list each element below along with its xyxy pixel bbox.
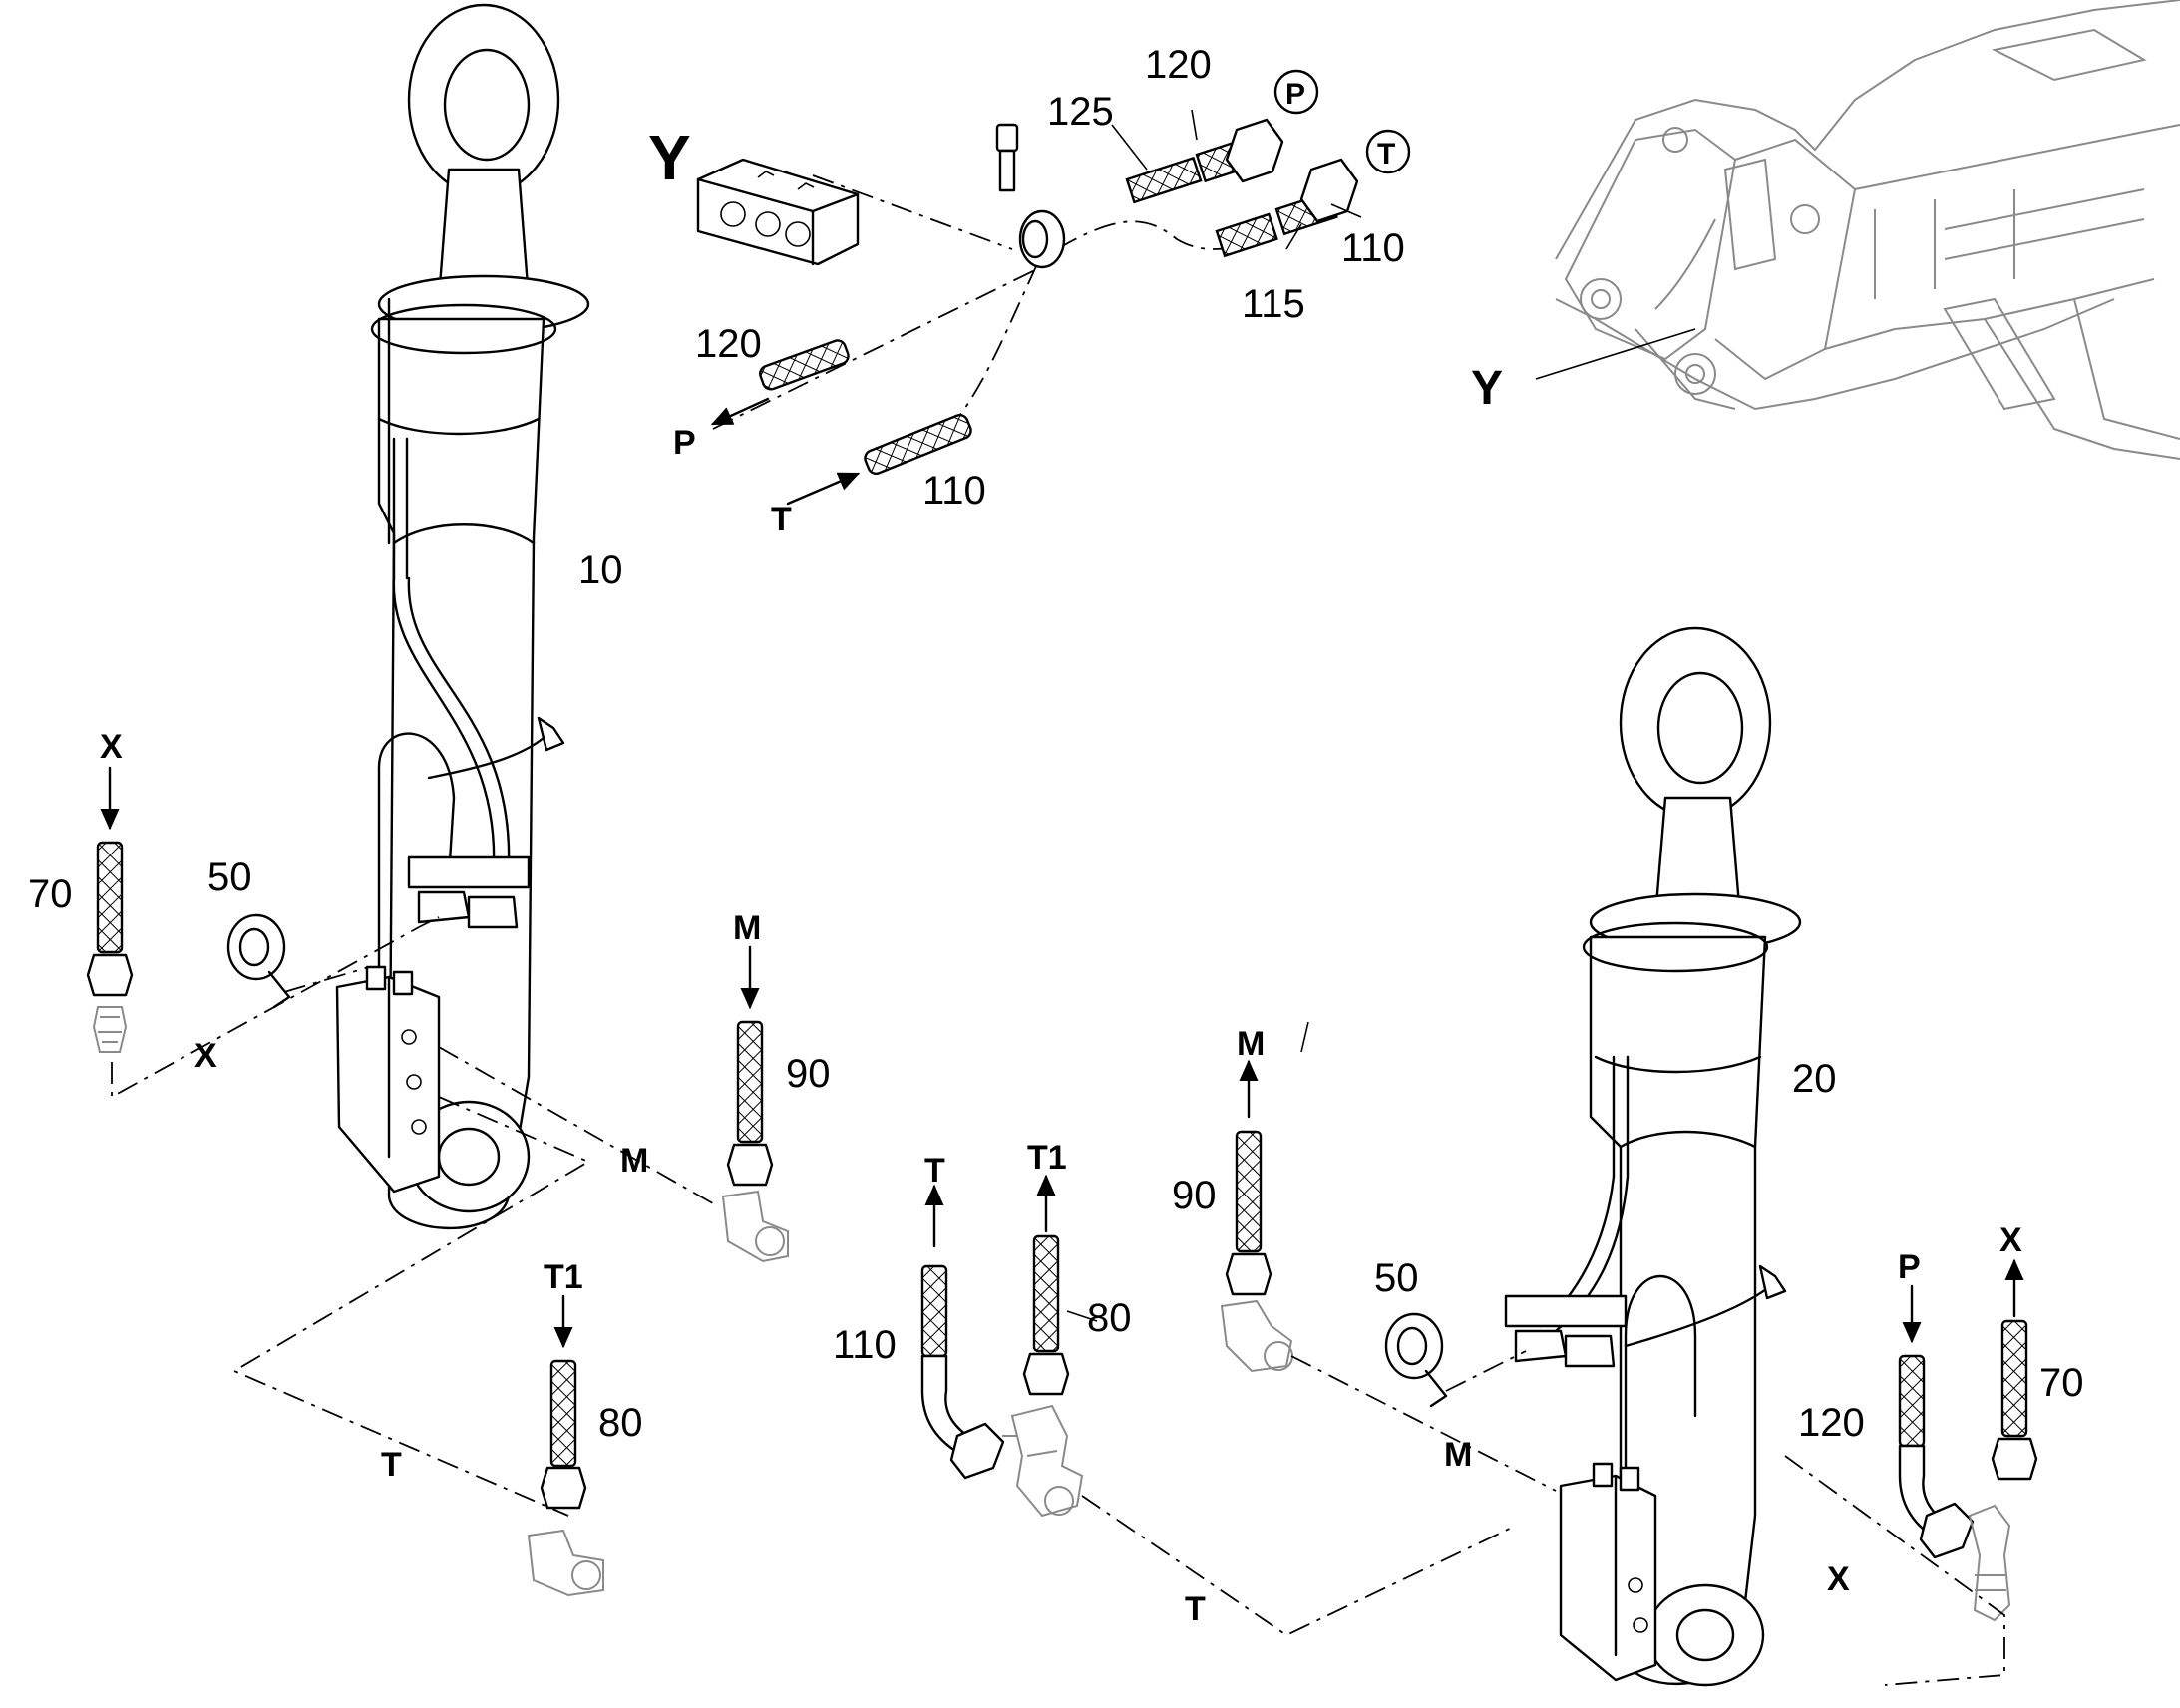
right-p-top-label: P [1898,1248,1921,1286]
hose-90-left [726,1020,774,1187]
left-m-line-label: M [620,1142,648,1180]
hose-80-left [540,1359,587,1510]
arrow-label-t-detail: T [771,501,792,538]
label-90-middle: 90 [1172,1174,1217,1217]
hose-110-detail [864,414,972,476]
hose-110-middle [920,1264,1005,1480]
detail-y-bolt [995,123,1019,192]
middle-t-top-label: T [924,1152,945,1190]
left-t1-top-label: T1 [544,1258,583,1296]
label-110-detail-top: 110 [1341,226,1405,270]
circle-label-t: T [1377,138,1395,171]
valve-block-10 [335,965,441,1194]
label-80-middle: 80 [1087,1296,1132,1340]
cylinder-20-pipe [1504,1055,1787,1518]
fitting-110-115-detail [1215,158,1359,258]
detail-y-clamp-block [696,158,860,266]
label-115-detail: 115 [1242,282,1305,326]
machine-frame-drawing [1555,0,2180,460]
label-70-right: 70 [2039,1361,2084,1405]
cylinder-10-pipe [377,437,565,979]
label-50-left: 50 [207,855,252,899]
middle-m-top-label: M [1237,1025,1265,1063]
label-80-left: 80 [598,1401,643,1445]
fitting-nipple-left [92,1006,128,1053]
label-110-detail-bottom: 110 [922,469,986,512]
hose-70-right [1991,1319,2038,1481]
label-90-left: 90 [786,1052,831,1096]
valve-block-20 [1559,1462,1657,1682]
label-120-detail-left: 120 [695,322,762,366]
right-x-line-label: X [1827,1560,1850,1598]
middle-t-line-label: T [1185,1590,1206,1628]
label-120-detail-top: 120 [1145,43,1212,87]
label-125-detail: 125 [1047,90,1114,134]
hose-90-middle [1225,1130,1272,1296]
left-x-line-label: X [194,1037,217,1075]
arrow-label-p-detail: P [673,424,696,462]
hose-120-right [1898,1354,1975,1559]
right-x-top-label: X [1999,1221,2022,1259]
tee-fitting-m-left [721,1190,789,1263]
fitting-120-125-detail [1125,118,1284,204]
left-x-top-label: X [100,728,123,766]
tee-fitting-m-right [1220,1299,1293,1373]
right-m-line-label: M [1444,1436,1472,1474]
left-t-line-label: T [381,1446,402,1484]
tee-fitting-x-right [1968,1504,2011,1622]
tee-fitting-t-left [527,1529,604,1597]
clip-50-right [1384,1312,1448,1408]
clip-50-left [226,913,291,1009]
frame-y-label: Y [1471,362,1503,415]
label-50-right: 50 [1374,1256,1419,1300]
cylinder-20-number: 20 [1792,1057,1837,1101]
label-70-left: 70 [28,872,73,916]
circle-label-p: P [1285,78,1305,111]
tee-fitting-middle [1002,1404,1084,1518]
left-m-top-label: M [733,909,761,947]
label-110-middle: 110 [833,1323,897,1367]
detail-y-connector [1018,209,1066,269]
hose-70-left [86,841,134,997]
hose-120-detail [759,339,850,391]
cylinder-10-number: 10 [578,548,623,592]
label-120-right: 120 [1798,1401,1865,1445]
hose-80-middle [1022,1234,1070,1396]
detail-y-label: Y [648,122,691,193]
middle-t1-top-label: T1 [1027,1139,1067,1177]
